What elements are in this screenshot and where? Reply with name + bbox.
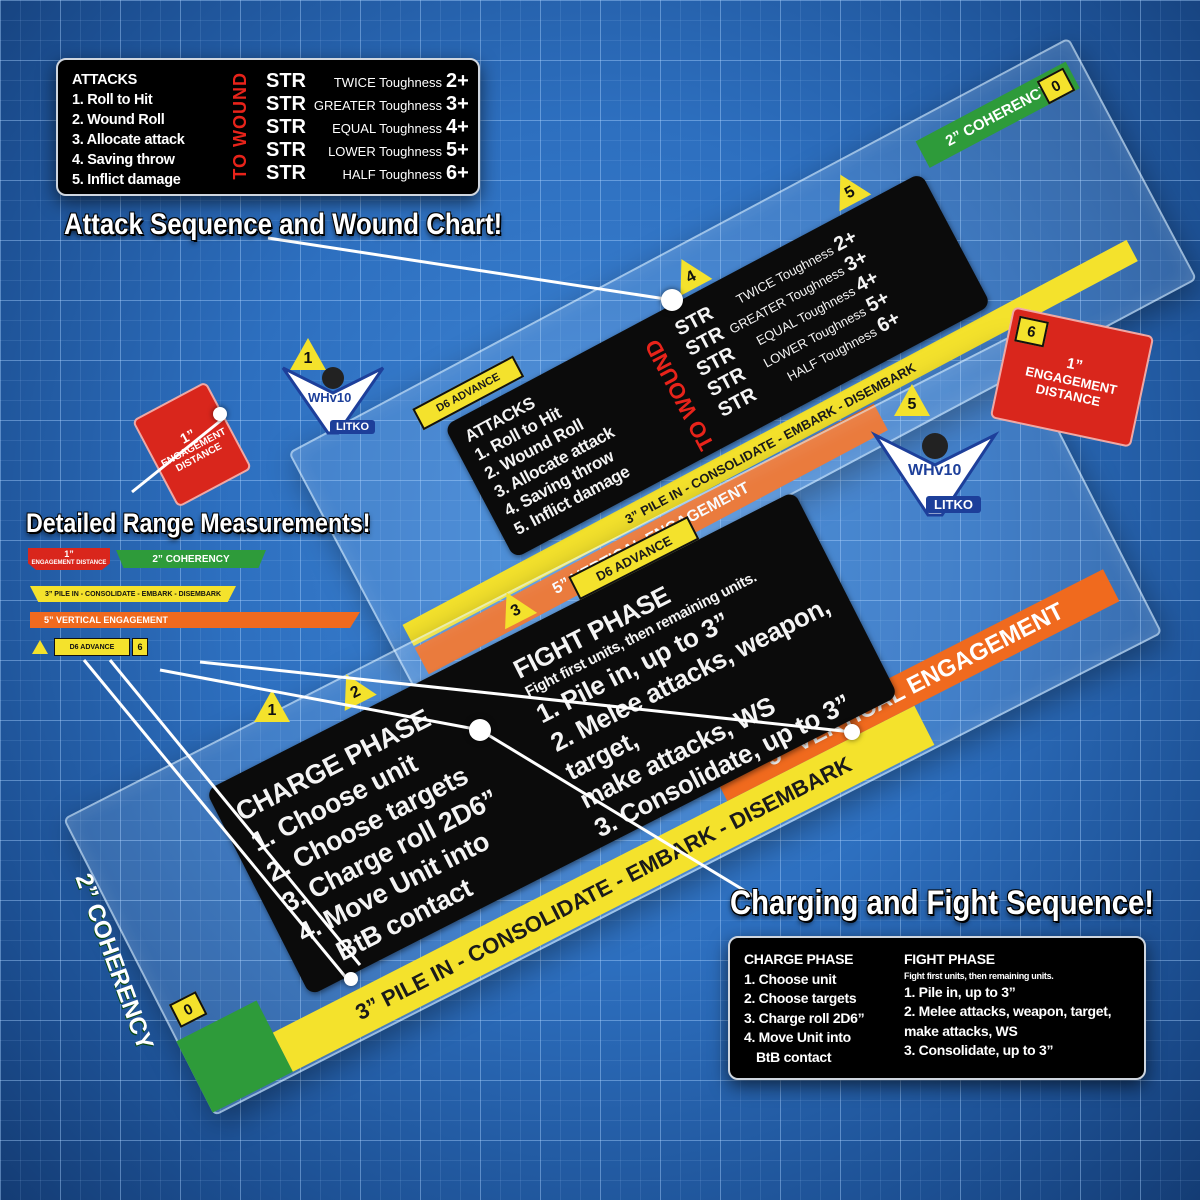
legend-vertical: 5” VERTICAL ENGAGEMENT [30, 612, 360, 628]
legend-pile-in: 3” PILE IN - CONSOLIDATE - EMBARK - DISE… [30, 586, 236, 602]
legend-d6-num: 6 [132, 638, 148, 656]
phase-charge-step: 3. Charge roll 2D6” [744, 1009, 865, 1026]
legend-engagement: 1” ENGAGEMENT DISTANCE [28, 548, 110, 570]
wound-str: STR [266, 116, 306, 138]
attack-step: 4. Saving throw [72, 152, 175, 168]
attacks-heading: ATTACKS [72, 72, 138, 88]
phase-fight-step: make attacks, WS [904, 1022, 1018, 1039]
wound-condition: GREATER Toughness [313, 98, 442, 113]
wound-roll: 4+ [446, 116, 469, 138]
callout-dot-range [213, 407, 227, 421]
wound-condition: LOWER Toughness [328, 144, 442, 159]
phase-charge-step: BtB contact [756, 1048, 832, 1065]
callout-dot-attack [661, 289, 683, 311]
phase-charge-heading: CHARGE PHASE [744, 951, 854, 967]
marker-1-back: 1 [303, 350, 313, 367]
callout-dot-charge [469, 719, 491, 741]
callout-dot-vertical [844, 724, 860, 740]
wound-roll: 2+ [446, 70, 469, 92]
logo-back: WHv10 LITKO [278, 348, 388, 438]
phase-fight-step: 2. Melee attacks, weapon, target, [904, 1003, 1112, 1019]
legend-d6-advance: D6 ADVANCE [54, 638, 130, 656]
phase-infobox: CHARGE PHASE 1. Choose unit 2. Choose ta… [728, 936, 1146, 1080]
phase-charge-step: 1. Choose unit [744, 970, 837, 987]
attack-step: 2. Wound Roll [72, 112, 165, 128]
logo-back-brand: WHv10 [308, 390, 352, 405]
wound-roll: 5+ [446, 139, 469, 161]
wound-str: STR [266, 162, 306, 184]
range-legend: 1” ENGAGEMENT DISTANCE 2” COHERENCY 3” P… [28, 548, 368, 658]
wound-roll: 3+ [446, 93, 469, 115]
logo-front-brand: WHv10 [908, 462, 962, 479]
marker-1-back-icon [290, 338, 326, 370]
wound-condition: HALF Toughness [342, 167, 443, 182]
phase-charge-step: 4. Move Unit into [744, 1029, 851, 1045]
callout-dot-d6 [344, 972, 358, 986]
phase-fight-note: Fight first units, then remaining units. [904, 970, 1054, 981]
legend-coherency: 2” COHERENCY [116, 550, 266, 568]
legend-engagement-label: ENGAGEMENT DISTANCE [31, 560, 107, 566]
to-wound-label: TO WOUND [230, 72, 250, 180]
marker-1-front: 1 [267, 702, 277, 719]
phase-fight-step: 3. Consolidate, up to 3” [904, 1042, 1054, 1058]
attacks-infobox: ATTACKS 1. Roll to Hit 2. Wound Roll 3. … [56, 58, 480, 196]
range-callout-title: Detailed Range Measurements! [26, 508, 371, 538]
wound-condition: EQUAL Toughness [332, 121, 442, 136]
attack-step: 5. Inflict damage [72, 172, 181, 188]
phase-fight-heading: FIGHT PHASE [904, 951, 995, 967]
wound-roll: 6+ [446, 162, 469, 184]
logo-front: WHv10 LITKO [870, 410, 1000, 520]
wound-str: STR [266, 70, 306, 92]
legend-engagement-num: 1” [64, 549, 74, 559]
phase-charge-step: 2. Choose targets [744, 990, 857, 1006]
charge-callout-title: Charging and Fight Sequence! [730, 884, 1155, 922]
wound-condition: TWICE Toughness [333, 75, 442, 90]
legend-warning-icon [32, 640, 48, 654]
marker-5-front-icon [894, 384, 930, 416]
logo-back-maker: LITKO [330, 420, 375, 434]
attack-step: 1. Roll to Hit [72, 92, 153, 108]
wound-str: STR [266, 93, 306, 115]
marker-5-front: 5 [907, 396, 917, 413]
attack-step: 3. Allocate attack [72, 132, 185, 148]
attack-callout-title: Attack Sequence and Wound Chart! [64, 208, 503, 241]
front-marker-6: 6 [1014, 315, 1049, 348]
wound-str: STR [266, 139, 306, 161]
logo-front-maker: LITKO [926, 496, 981, 513]
phase-fight-step: 1. Pile in, up to 3” [904, 983, 1016, 1000]
